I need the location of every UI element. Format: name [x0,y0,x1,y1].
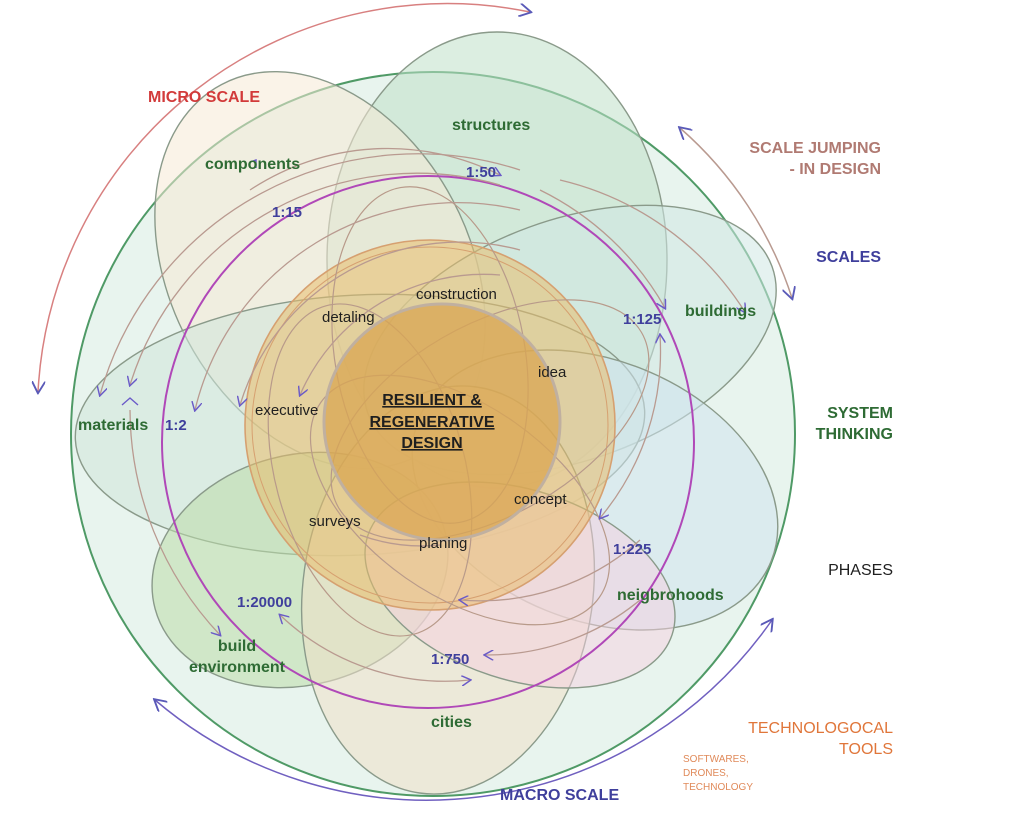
phase-surveys: surveys [309,513,361,530]
domain-materials: materials [78,417,148,434]
ratio-1-125: 1:125 [623,311,661,328]
arrowhead-glyphs [121,159,257,406]
micro-scale-label: MICRO SCALE [148,89,260,106]
domain-structures: structures [452,117,530,134]
tech-examples-1: SOFTWARES, [683,754,749,765]
tech-examples-3: TECHNOLOGY [683,782,753,793]
core-title-line-3: DESIGN [401,435,462,452]
system-thinking-label-2: THINKING [816,426,893,443]
tech-tools-label-2: TOOLS [839,741,893,758]
phases-label: PHASES [828,562,893,579]
macro-scale-arrow [155,620,772,801]
ratio-1-2: 1:2 [165,417,187,434]
system-thinking-label-1: SYSTEM [827,405,893,422]
domain-cities: cities [431,714,472,731]
scale-jumping-label-1: SCALE JUMPING [749,140,881,157]
ratio-1-15: 1:15 [272,204,302,221]
ratio-1-20000: 1:20000 [237,594,292,611]
tech-examples-2: DRONES, [683,768,729,779]
phase-concept: concept [514,491,567,508]
core-title-line-1: RESILIENT & [382,392,482,409]
domain-build-environment-2: environment [189,659,286,676]
scales-label: SCALES [816,249,881,266]
macro-scale-label: MACRO SCALE [500,787,619,804]
scale-jumping-label-2: - IN DESIGN [789,161,881,178]
phase-executive: executive [255,402,318,419]
phase-construction: construction [416,286,497,303]
ratio-1-750: 1:750 [431,651,469,668]
micro-scale-arrow [38,2,530,392]
tech-tools-label-1: TECHNOLOGOCAL [748,720,893,737]
phase-detaling: detaling [322,309,375,326]
phase-planing: planing [419,535,467,552]
domain-buildings: buildings [685,303,756,320]
domain-components: components [205,156,300,173]
domain-build-environment-1: build [218,638,256,655]
ratio-1-225: 1:225 [613,541,651,558]
phase-idea: idea [538,364,567,381]
domain-neighborhoods: neigbrohoods [617,587,724,604]
core-title-line-2: REGENERATIVE [369,414,494,431]
scale-jumping-arrow [680,128,792,298]
ratio-1-50: 1:50 [466,164,496,181]
